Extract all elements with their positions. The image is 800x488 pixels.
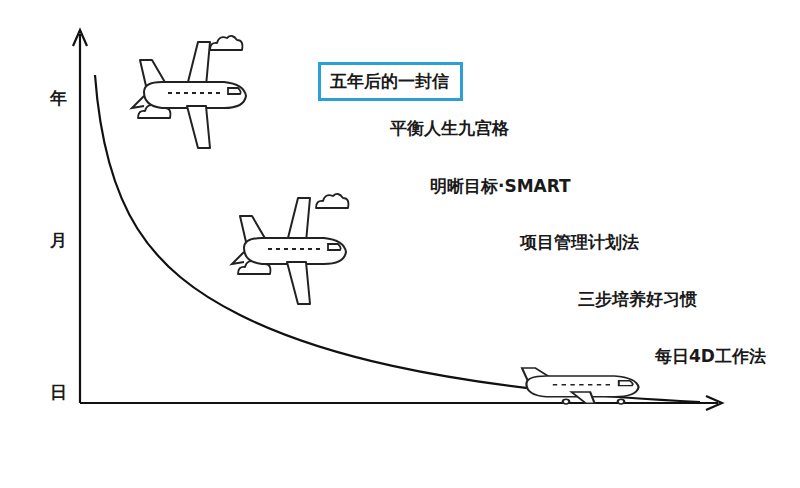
axis-label: 年	[50, 88, 67, 108]
method-label: 明晰目标·SMART	[430, 176, 571, 196]
method-label: 三步培养好习惯	[578, 289, 697, 309]
method-label: 项目管理计划法	[520, 232, 639, 252]
highlight-box: 五年后的一封信	[318, 62, 463, 101]
axis-label: 日	[50, 382, 67, 402]
axis-label: 月	[50, 230, 67, 250]
box-title: 五年后的一封信	[330, 71, 449, 91]
method-label: 每日4D工作法	[655, 346, 766, 366]
method-label: 平衡人生九宫格	[390, 118, 509, 138]
